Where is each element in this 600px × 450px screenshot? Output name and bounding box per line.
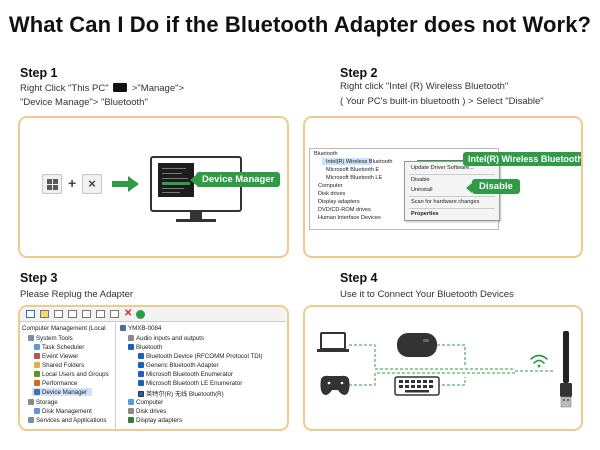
laptop-icon bbox=[317, 332, 349, 352]
tree-item[interactable]: Storage bbox=[28, 399, 58, 406]
toolbar-view-icon[interactable] bbox=[54, 310, 63, 318]
tree-item[interactable]: Computer Management (Local bbox=[22, 325, 106, 332]
step2-panel: Bluetooth Intel(R) Wireless Bluetooth Mi… bbox=[303, 116, 583, 258]
callout-pointer bbox=[466, 183, 472, 193]
step3-text-line1: Please Replug the Adapter bbox=[20, 289, 134, 300]
tree-item[interactable]: Services and Applications bbox=[28, 417, 107, 424]
tree-item[interactable]: Disk Management bbox=[34, 408, 92, 415]
left-tree-pane: Computer Management (Local System Tools … bbox=[20, 323, 116, 429]
step2-heading: Step 2 bbox=[340, 66, 378, 80]
step1-text-part-a: Right Click "This PC" bbox=[20, 83, 109, 94]
right-device-pane: YMXB-0084 Audio inputs and outputs Bluet… bbox=[118, 323, 286, 429]
tree-item-selected bbox=[32, 388, 92, 396]
step4-panel bbox=[303, 305, 583, 431]
usb-adapter-icon bbox=[560, 331, 572, 408]
bluetooth-device[interactable]: Microsoft Bluetooth LE Enumerator bbox=[138, 380, 242, 387]
tree-item[interactable]: Performance bbox=[34, 380, 77, 387]
toolbar-scan-icon[interactable] bbox=[96, 310, 105, 318]
tree-item: Microsoft Bluetooth LE bbox=[326, 175, 383, 181]
page-title: What Can I Do if the Bluetooth Adapter d… bbox=[8, 12, 592, 37]
device-category[interactable]: Display adapters bbox=[128, 417, 182, 424]
x-key-icon: × bbox=[82, 174, 102, 194]
tree-item: Display adapters bbox=[318, 199, 360, 205]
step1-panel: + × Device Manager bbox=[18, 116, 289, 258]
device-manager-callout: Device Manager bbox=[196, 172, 281, 187]
menu-item-update-driver[interactable]: Update Driver Software... bbox=[411, 165, 474, 171]
windows-key-icon bbox=[42, 174, 62, 194]
step4-heading: Step 4 bbox=[340, 271, 378, 285]
tree-item: Disk drives bbox=[318, 191, 346, 197]
tree-item: DVD/CD-ROM drives bbox=[318, 207, 371, 213]
gamepad-icon bbox=[320, 375, 350, 395]
device-root[interactable]: YMXB-0084 bbox=[120, 325, 161, 332]
tree-item: Computer bbox=[318, 183, 343, 189]
wifi-signal-icon bbox=[530, 354, 548, 368]
step3-heading: Step 3 bbox=[20, 271, 58, 285]
arrow-right-icon bbox=[112, 176, 139, 192]
device-category[interactable]: Computer bbox=[128, 399, 163, 406]
tree-item[interactable]: Local Users and Groups bbox=[34, 371, 109, 378]
menu-item-scan-hardware[interactable]: Scan for hardware changes bbox=[411, 199, 480, 205]
plus-sign: + bbox=[68, 175, 77, 191]
step1-text-line2: "Device Manage"> "Bluetooth" bbox=[20, 97, 148, 108]
step1-text-line1: Right Click "This PC" >"Manage"> bbox=[20, 82, 184, 96]
device-category-bluetooth[interactable]: Bluetooth bbox=[128, 344, 162, 351]
toolbar-back-icon[interactable] bbox=[26, 310, 35, 318]
callout-pointer bbox=[190, 175, 196, 185]
tree-item[interactable]: Task Scheduler bbox=[34, 344, 84, 351]
tree-item[interactable]: Event Viewer bbox=[34, 353, 78, 360]
device-category[interactable]: Audio inputs and outputs bbox=[128, 335, 204, 342]
step2-text-line1: Right click "Intel (R) Wireless Bluetoot… bbox=[340, 81, 509, 92]
connection-diagram bbox=[317, 331, 572, 408]
toolbar-remove-icon[interactable]: ✕ bbox=[124, 308, 133, 319]
tree-item: Bluetooth bbox=[314, 151, 338, 157]
step1-heading: Step 1 bbox=[20, 66, 58, 80]
bluetooth-device[interactable]: Microsoft Bluetooth Enumerator bbox=[138, 371, 233, 378]
device-category[interactable]: Disk drives bbox=[128, 408, 166, 415]
tree-item: Intel(R) Wireless Bluetooth bbox=[326, 159, 393, 165]
tree-item-device-manager[interactable]: Device Manager bbox=[34, 389, 87, 396]
tree-item[interactable]: System Tools bbox=[28, 335, 73, 342]
tree-item[interactable]: Shared Folders bbox=[34, 362, 84, 369]
mouse-icon bbox=[397, 333, 437, 357]
step1-text-part-b: >"Manage"> bbox=[131, 83, 185, 94]
callout-connector bbox=[417, 160, 463, 161]
bluetooth-device[interactable]: Generic Bluetooth Adapter bbox=[138, 362, 219, 369]
step4-text-line1: Use it to Connect Your Bluetooth Devices bbox=[340, 289, 514, 300]
disable-callout: Disable bbox=[472, 179, 520, 194]
step2-text-line2: ( Your PC's built-in bluetooth ) > Selec… bbox=[340, 96, 544, 107]
tree-item: Human Interface Devices bbox=[318, 215, 381, 221]
bluetooth-device[interactable]: Bluetooth Device (RFCOMM Protocol TDI) bbox=[138, 353, 262, 360]
menu-item-disable[interactable]: Disable bbox=[411, 177, 430, 183]
menu-item-properties[interactable]: Properties bbox=[411, 211, 439, 217]
toolbar-enable-icon[interactable] bbox=[136, 310, 145, 319]
toolbar-folder-icon[interactable] bbox=[40, 310, 49, 318]
keyboard-icon bbox=[394, 376, 440, 396]
menu-item-uninstall[interactable]: Uninstall bbox=[411, 187, 433, 193]
step3-panel: ✕ Computer Management (Local System Tool… bbox=[18, 305, 289, 431]
tree-item-selected bbox=[322, 158, 372, 165]
intel-bluetooth-callout: Intel(R) Wireless Bluetooth bbox=[463, 152, 581, 166]
monitor-icon bbox=[113, 83, 128, 92]
bluetooth-device-disabled[interactable]: 英特尔(R) 无线 Bluetooth(R) bbox=[138, 389, 224, 398]
tree-item: Microsoft Bluetooth E bbox=[326, 167, 380, 173]
toolbar-props-icon[interactable] bbox=[82, 310, 91, 318]
toolbar-update-icon[interactable] bbox=[110, 310, 119, 318]
toolbar-help-icon[interactable] bbox=[68, 310, 77, 318]
computer-management-toolbar: ✕ bbox=[20, 307, 286, 322]
